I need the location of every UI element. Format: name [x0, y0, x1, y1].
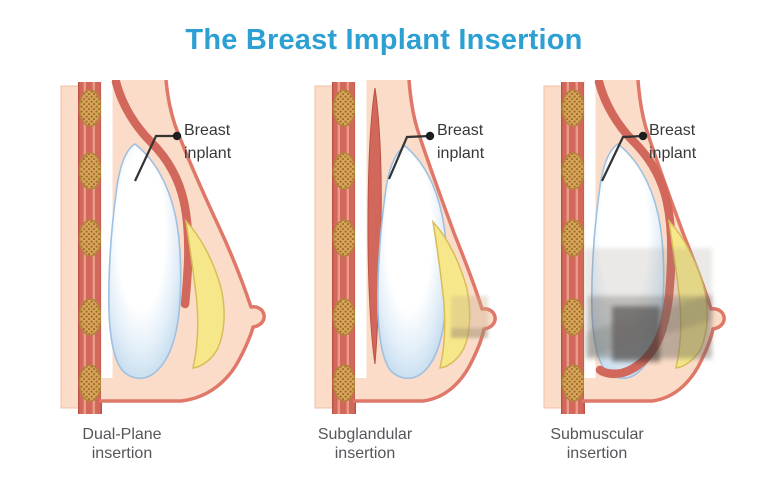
panel-submuscular-illustration: [538, 77, 768, 425]
rib-illustration: [78, 364, 102, 402]
anatomy-svg: [60, 77, 266, 414]
retro-mammary-gap: [584, 80, 596, 378]
implant-pointer-dot: [425, 131, 435, 141]
chest-skin-strip: [314, 85, 333, 409]
rib-illustration: [561, 89, 585, 127]
rib-illustration: [78, 89, 102, 127]
implant-label-line2: inplant: [437, 144, 485, 162]
rib-illustration: [332, 152, 356, 190]
anatomy-svg: [543, 77, 726, 414]
retro-mammary-gap: [101, 80, 113, 378]
caption-line2: insertion: [334, 445, 396, 462]
implant-label-line1: Breast: [184, 122, 231, 139]
rib-illustration: [332, 364, 356, 402]
caption-line1: Dual-Plane: [82, 426, 162, 443]
panel-caption-submuscular: Submuscular insertion: [517, 425, 677, 463]
rib-illustration: [332, 298, 356, 336]
rib-illustration: [332, 89, 356, 127]
page-title: The Breast Implant Insertion: [185, 24, 583, 56]
watermark-overlay: [451, 296, 488, 338]
caption-line2: insertion: [566, 445, 628, 462]
panel-subglandular-illustration: [309, 79, 539, 425]
caption-line1: Subglandular: [317, 426, 413, 443]
watermark-overlay: [584, 248, 712, 362]
implant-pointer-dot: [172, 131, 182, 141]
mammary-gland-illustration: [184, 218, 225, 369]
implant-label: Breast inplant: [437, 120, 484, 165]
chest-skin-strip: [60, 85, 79, 409]
implant-label-line1: Breast: [649, 122, 696, 139]
rib-illustration: [78, 152, 102, 190]
anatomy-svg: [314, 79, 497, 414]
caption-line2: insertion: [91, 445, 153, 462]
panel-dual-plane-illustration: [55, 77, 285, 425]
rib-illustration: [561, 219, 585, 257]
implant-illustration: [108, 143, 182, 380]
rib-illustration: [561, 298, 585, 336]
implant-pointer-line: [601, 134, 644, 182]
rib-illustration: [78, 298, 102, 336]
rib-illustration: [561, 152, 585, 190]
panel-caption-dual-plane: Dual-Plane insertion: [42, 425, 202, 463]
rib-illustration: [332, 219, 356, 257]
implant-label: Breast inplant: [184, 120, 231, 165]
retro-mammary-gap: [355, 80, 367, 378]
rib-illustration: [561, 364, 585, 402]
body-outline: [99, 79, 266, 403]
pectoral-muscle-illustration: [111, 77, 193, 309]
implant-label-line1: Breast: [437, 122, 484, 139]
caption-line1: Submuscular: [550, 426, 644, 443]
implant-label-line2: inplant: [649, 144, 697, 162]
rib-illustration: [78, 219, 102, 257]
implant-pointer-line: [387, 134, 431, 180]
chest-skin-strip: [543, 85, 562, 409]
implant-illustration: [377, 145, 448, 380]
implant-pointer-line: [134, 134, 177, 182]
implant-pointer-dot: [638, 131, 648, 141]
panel-caption-subglandular: Subglandular insertion: [285, 425, 445, 463]
implant-label-line2: inplant: [184, 144, 232, 162]
body-outline: [582, 79, 726, 403]
implant-label: Breast inplant: [649, 120, 696, 165]
